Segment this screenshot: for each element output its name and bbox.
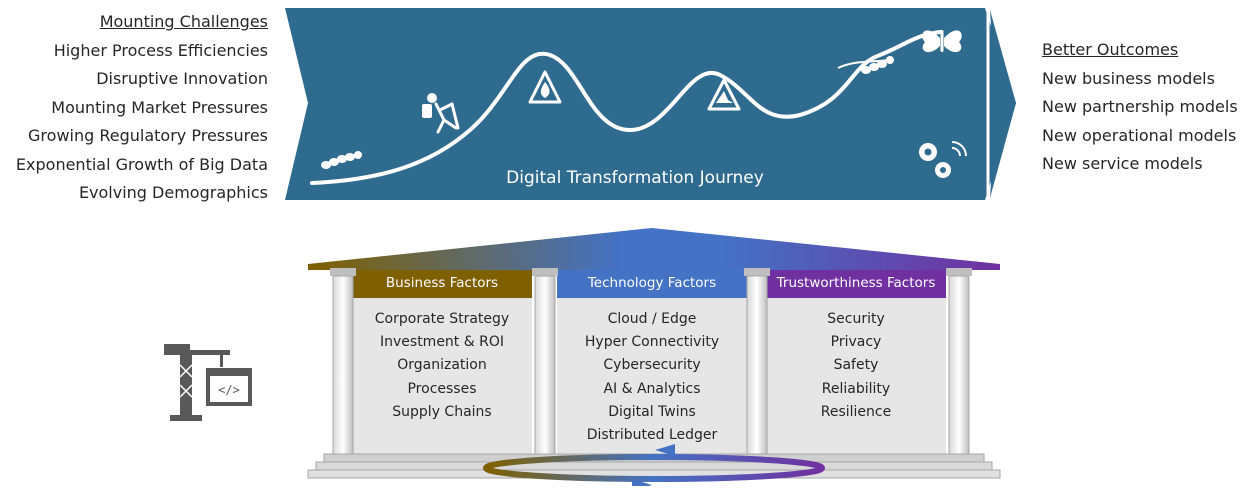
caterpillar-icon <box>321 151 362 169</box>
business-panel <box>352 298 532 456</box>
list-item: Processes <box>407 380 477 397</box>
list-item: Privacy <box>830 334 882 351</box>
trustworthiness-factors-list: Security Privacy Safety Reliability Resi… <box>766 308 946 424</box>
list-item: Investment & ROI <box>380 334 504 351</box>
journey-banner <box>285 8 1016 200</box>
list-item: Organization <box>397 357 487 374</box>
temple-step <box>315 461 993 471</box>
technology-panel <box>557 298 747 456</box>
list-item: Digital Twins <box>608 403 696 420</box>
technology-factors-title: Technology Factors <box>587 275 717 291</box>
journey-arrow-tip <box>990 10 1016 198</box>
list-item: Distributed Ledger <box>586 427 718 444</box>
fire-warning-icon <box>528 70 562 104</box>
challenges-list: Mounting Challenges Higher Process Effic… <box>16 8 268 208</box>
journey-arrow-shape <box>285 8 1016 200</box>
gears-icon <box>919 141 967 178</box>
outcomes-header: Better Outcomes <box>1042 40 1179 59</box>
butterfly-icon <box>922 30 962 53</box>
business-factors-list: Corporate Strategy Investment & ROI Orga… <box>352 308 532 424</box>
journey-label: Digital Transformation Journey <box>506 168 764 188</box>
challenge-item: Mounting Market Pressures <box>51 97 268 117</box>
cycle-arrow-icon <box>632 479 652 486</box>
list-item: Corporate Strategy <box>374 311 510 327</box>
trust-header-bar <box>766 270 946 298</box>
technology-factors-list: Cloud / Edge Hyper Connectivity Cybersec… <box>557 308 747 447</box>
business-header-bar <box>352 270 532 298</box>
factors-temple <box>307 228 1001 486</box>
list-item: Reliability <box>821 380 891 397</box>
technology-header-bar <box>557 270 747 298</box>
pillar <box>532 268 558 455</box>
outcome-item: New service models <box>1042 154 1203 173</box>
crane-code-icon: </> <box>164 344 252 421</box>
challenge-item: Disruptive Innovation <box>96 69 268 88</box>
cycle-ring <box>483 454 825 482</box>
list-item: Resilience <box>820 403 892 420</box>
business-factors-title: Business Factors <box>385 275 499 291</box>
trust-panel <box>766 298 946 456</box>
list-item: Supply Chains <box>392 403 492 420</box>
cycle-arrow-icon <box>655 444 675 456</box>
hazard-warning-icon <box>707 78 741 111</box>
list-item: Cybersecurity <box>603 357 701 374</box>
outcome-item: New business models <box>1042 68 1215 88</box>
challenge-item: Higher Process Efficiencies <box>53 40 268 60</box>
challenge-item: Exponential Growth of Big Data <box>15 154 268 174</box>
pillar <box>946 268 972 455</box>
list-item: Security <box>827 311 885 327</box>
svg-text:</>: </> <box>218 383 240 397</box>
list-item: Hyper Connectivity <box>584 334 720 351</box>
list-item: AI & Analytics <box>603 380 701 397</box>
list-item: Cloud / Edge <box>607 311 697 327</box>
hiker-icon <box>422 93 460 134</box>
challenge-item: Evolving Demographics <box>78 183 268 202</box>
challenges-header: Mounting Challenges <box>99 12 268 31</box>
journey-path <box>310 30 942 185</box>
caterpillar-leaf-icon <box>837 56 894 74</box>
challenge-item: Growing Regulatory Pressures <box>28 126 268 145</box>
temple-roof <box>308 228 1000 270</box>
list-item: Safety <box>833 357 879 374</box>
outcomes-list: Better Outcomes New business models New … <box>1042 36 1238 179</box>
outcome-item: New partnership models <box>1042 97 1238 116</box>
outcome-item: New operational models <box>1042 125 1237 145</box>
trustworthiness-factors-title: Trustworthiness Factors <box>776 275 936 291</box>
